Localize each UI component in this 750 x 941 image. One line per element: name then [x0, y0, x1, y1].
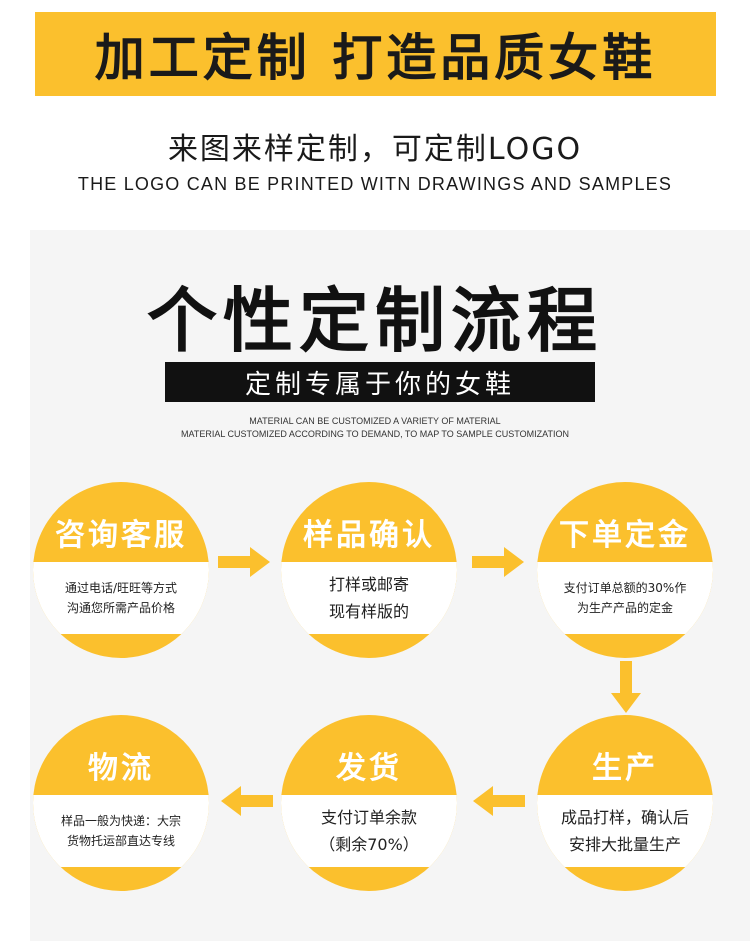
step-line: 通过电话/旺旺等方式	[64, 580, 178, 595]
step-line: 安排大批量生产	[568, 835, 681, 854]
top-banner: 加工定制 打造品质女鞋	[35, 12, 716, 96]
step-body: 支付订单余款 （剩余70%）	[281, 795, 457, 867]
arrow-down-icon	[611, 661, 641, 713]
step-line: 现有样版的	[328, 602, 409, 621]
step-line: 货物托运部直达专线	[66, 834, 175, 848]
arrow-left-icon	[221, 786, 273, 816]
process-desc-line1: MATERIAL CAN BE CUSTOMIZED A VARIETY OF …	[249, 416, 501, 426]
step-logistics: 物流 样品一般为快递：大宗 货物托运部直达专线	[33, 715, 209, 891]
step-body: 支付订单总额的30%作 为生产产品的定金	[537, 562, 713, 634]
process-desc-line2: MATERIAL CUSTOMIZED ACCORDING TO DEMAND,…	[181, 429, 569, 439]
process-title: 个性定制流程	[147, 280, 603, 362]
step-line: 打样或邮寄	[328, 574, 409, 594]
step-deposit: 下单定金 支付订单总额的30%作 为生产产品的定金	[537, 482, 713, 658]
step-line: 为生产产品的定金	[576, 601, 673, 615]
arrow-left-icon	[473, 786, 525, 816]
intro-subtitle: 来图来样定制，可定制LOGO	[167, 132, 583, 167]
step-line: 样品一般为快递：大宗	[60, 813, 181, 828]
process-bar: 定制专属于你的女鞋	[165, 362, 595, 402]
step-line: （剩余70%）	[319, 835, 419, 854]
step-body: 样品一般为快递：大宗 货物托运部直达专线	[33, 795, 209, 867]
step-title: 发货	[336, 751, 402, 786]
step-title: 下单定金	[559, 518, 691, 553]
step-production: 生产 成品打样，确认后 安排大批量生产	[537, 715, 713, 891]
step-body: 通过电话/旺旺等方式 沟通您所需产品价格	[33, 562, 209, 634]
step-consult: 咨询客服 通过电话/旺旺等方式 沟通您所需产品价格	[33, 482, 209, 658]
step-shipping: 发货 支付订单余款 （剩余70%）	[281, 715, 457, 891]
arrow-right-icon	[472, 547, 524, 577]
step-body: 成品打样，确认后 安排大批量生产	[537, 795, 713, 867]
step-line: 支付订单余款	[320, 807, 417, 827]
step-body: 打样或邮寄 现有样版的	[281, 562, 457, 634]
step-title: 咨询客服	[55, 518, 187, 553]
step-title: 物流	[88, 751, 154, 786]
intro-subtitle-en: THE LOGO CAN BE PRINTED WITN DRAWINGS AN…	[77, 174, 673, 194]
step-title: 样品确认	[303, 518, 435, 553]
banner-title: 加工定制 打造品质女鞋	[94, 29, 657, 87]
arrow-right-icon	[218, 547, 270, 577]
step-sample: 样品确认 打样或邮寄 现有样版的	[281, 482, 457, 658]
step-line: 沟通您所需产品价格	[66, 601, 175, 615]
step-line: 支付订单总额的30%作	[563, 580, 687, 595]
step-title: 生产	[592, 751, 658, 786]
step-line: 成品打样，确认后	[560, 807, 689, 827]
